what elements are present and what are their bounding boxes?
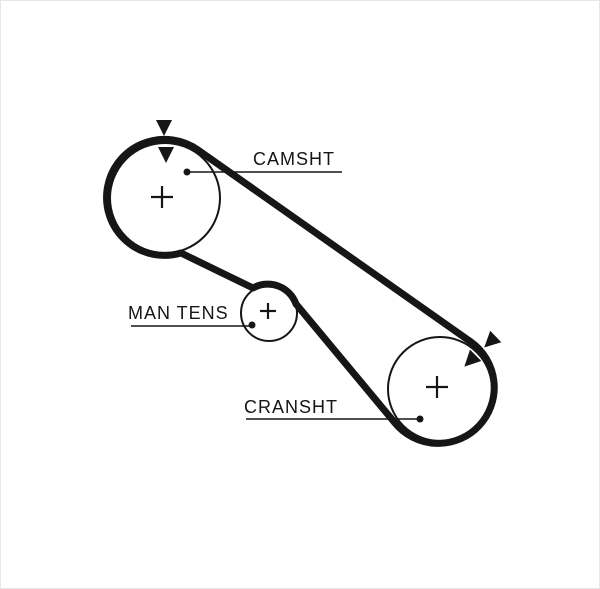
crankshaft-outer-timing-mark-icon — [484, 330, 502, 348]
tensioner-leader-dot — [248, 321, 256, 329]
crankshaft-label-group: CRANSHT — [244, 397, 424, 423]
tensioner-label: MAN TENS — [128, 303, 229, 323]
camshaft-inner-timing-mark-icon — [158, 147, 174, 163]
tensioner-label-group: MAN TENS — [128, 303, 256, 329]
camshaft-label-group: CAMSHT — [183, 149, 342, 176]
camshaft-leader-dot — [183, 168, 191, 176]
camshaft-center-cross — [151, 186, 173, 208]
crankshaft-center-cross — [426, 376, 448, 398]
timing-belt — [103, 135, 498, 447]
tensioner-center-cross — [260, 303, 276, 319]
crankshaft-leader-dot — [416, 415, 424, 423]
camshaft-label: CAMSHT — [253, 149, 335, 169]
camshaft-outer-timing-mark-icon — [156, 120, 172, 136]
crankshaft-label: CRANSHT — [244, 397, 338, 417]
